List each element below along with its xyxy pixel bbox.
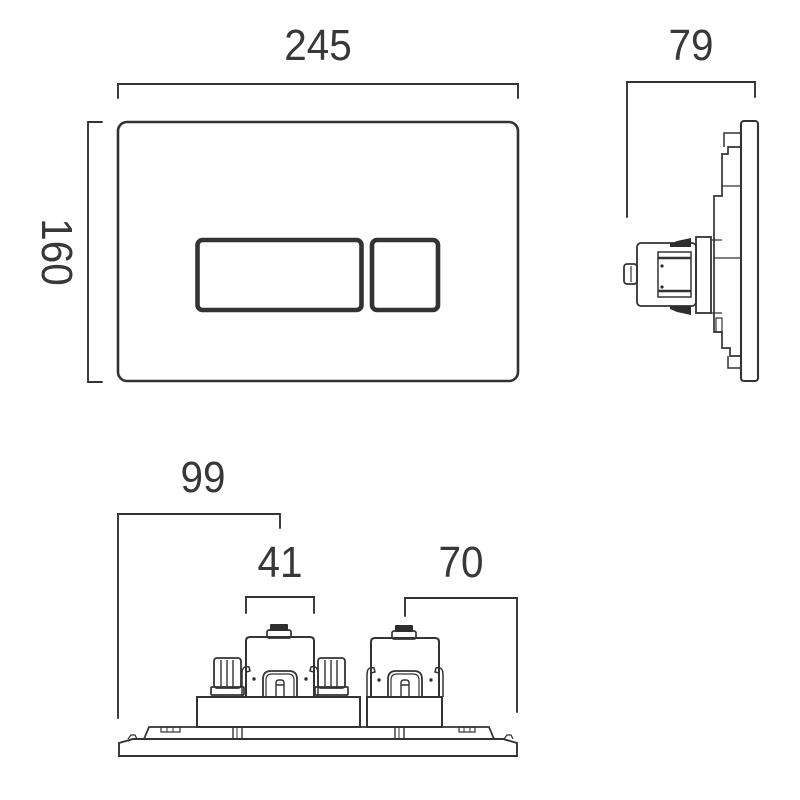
left-cam-slot [275, 679, 285, 697]
rail-notch-left-lines [166, 727, 174, 732]
mechanism-inner-cartridge [657, 251, 692, 298]
mechanism-mount-column [695, 236, 712, 314]
base-plate-clip-marks [127, 734, 514, 740]
rail-notch-right [458, 726, 476, 733]
side-plate-edge [739, 119, 760, 383]
width-245-bracket [117, 83, 519, 99]
dimension-label-depth: 79 [668, 21, 714, 70]
left-spring-left-coils [220, 660, 234, 687]
dimension-label-left-offset: 99 [180, 453, 226, 502]
offset-99-bracket [117, 513, 281, 719]
retaining-clip-top [670, 238, 691, 247]
left-spring-right-seat [314, 686, 349, 696]
right-pushrod-tip [395, 625, 413, 632]
left-cam-dome-inner [265, 673, 295, 697]
left-latch-claw-left [241, 665, 251, 697]
plate-outline [116, 120, 520, 383]
carrier-frame-steps [723, 132, 741, 369]
left-latch-claw-right [309, 665, 319, 697]
left-pivot-dot [252, 677, 256, 681]
right-cam-dome [387, 670, 423, 697]
pushrod-nub [623, 263, 638, 285]
dimension-label-plate-width: 245 [284, 21, 352, 70]
right-pivot-dot [377, 678, 381, 682]
bottom-view [118, 624, 518, 757]
cartridge-cross-bars [658, 256, 691, 293]
right-riser-block [366, 696, 443, 728]
left-actuator-assembly [210, 624, 349, 697]
left-actuator-body [245, 636, 315, 697]
dimension-label-button-width: 41 [257, 538, 303, 587]
dimension-label-right-offset: 70 [438, 538, 484, 587]
right-cam-slot [400, 679, 410, 697]
front-view-dimension-lines [87, 83, 519, 383]
dimension-label-plate-height: 160 [32, 218, 81, 286]
right-pivot-dot-2 [429, 678, 433, 682]
right-latch-claw-left [366, 666, 376, 697]
left-riser-block [196, 696, 361, 728]
offset-70-bracket [404, 597, 518, 713]
right-actuator-body [370, 637, 440, 697]
left-pushrod-tip [270, 624, 288, 631]
side-view [623, 119, 760, 383]
base-plate [118, 738, 518, 757]
height-160-bracket [87, 121, 103, 383]
left-pivot-dot-2 [304, 677, 308, 681]
small-flush-button [369, 237, 441, 313]
carrier-lower-latch [715, 317, 723, 333]
left-spring-right-coils [324, 660, 338, 687]
depth-79-bracket [626, 81, 756, 218]
left-cam-dome [262, 670, 298, 697]
carrier-frame-profile [713, 146, 741, 357]
right-actuator-assembly [366, 625, 444, 697]
retaining-clip-bottom [670, 306, 691, 315]
left-spring-left [213, 657, 242, 689]
front-view [116, 120, 520, 383]
rail-notch-left [160, 726, 181, 733]
carrier-frame-detail-lines [711, 185, 741, 314]
large-flush-button [195, 237, 364, 313]
bottom-view-dimension-lines [117, 513, 518, 719]
cartridge-pin-dot [660, 264, 664, 268]
right-latch-claw-right [434, 666, 444, 697]
width-41-bracket [245, 596, 315, 614]
left-spring-left-seat [210, 686, 245, 696]
right-cam-dome-inner [390, 673, 420, 697]
mounting-rail [143, 726, 495, 740]
cartridge-pin-dot [660, 285, 664, 289]
rail-notch-right-lines [463, 727, 471, 732]
side-view-dimension-lines [626, 81, 756, 218]
